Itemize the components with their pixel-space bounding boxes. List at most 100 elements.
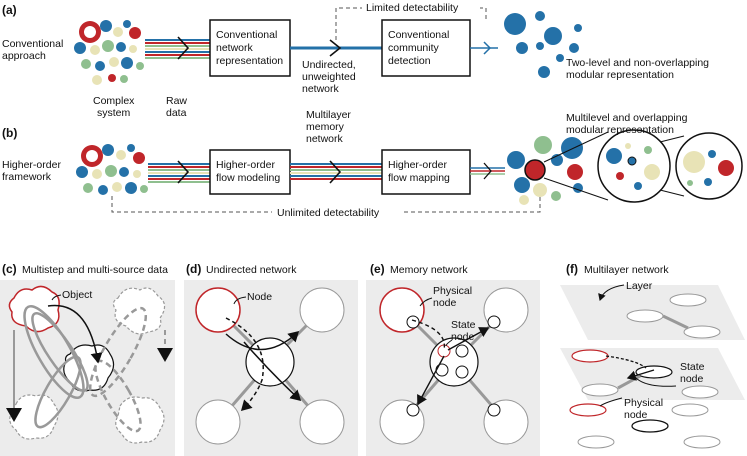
panel-f: (f) Multilayer network Layer State node …	[560, 262, 745, 456]
raw-data-line1: Raw	[166, 95, 187, 107]
state-node-line1: State	[451, 319, 476, 331]
zoom-line-4	[659, 189, 685, 197]
f-node-bottom-2	[631, 419, 669, 433]
multilevel-line2: modular representation	[566, 124, 674, 136]
f-pointer-physical	[599, 397, 623, 407]
f-path-solid	[626, 369, 655, 381]
box-a2-line3: detection	[388, 55, 431, 67]
f-node-bottom-3	[577, 435, 615, 449]
complex-system-cluster-a	[74, 20, 144, 85]
two-level-line2: modular representation	[566, 69, 674, 81]
higher-order-framework-line1: Higher-order	[2, 159, 61, 171]
object-blob-bottom-left	[9, 394, 59, 440]
network-line2: unweighted	[302, 71, 356, 83]
panel-e: (e) Memory network Physical node State n…	[366, 262, 540, 456]
path-e-solid-2	[447, 327, 490, 351]
unlimited-label-bg	[272, 206, 402, 219]
object-path-arrow	[47, 304, 103, 364]
f-node-top-2	[626, 309, 664, 323]
zoom-circle-2-content	[683, 150, 734, 186]
panel-d-title: Undirected network	[206, 264, 297, 276]
physical-node-line1: Physical	[433, 285, 472, 297]
unlimited-detectability: Unlimited detectability	[277, 207, 380, 219]
f-node-bottom-4	[683, 435, 721, 449]
raw-data-lines-b	[148, 163, 210, 183]
result-lines-b	[470, 167, 505, 175]
f-node-top-1	[669, 293, 707, 307]
node-d-bottom-left	[195, 399, 241, 445]
panel-f-title: Multilayer network	[584, 264, 669, 276]
arrow-chevron-b2	[329, 160, 342, 184]
loop-2	[31, 312, 89, 392]
network-line3: network	[302, 83, 340, 95]
box-b1-line2: flow modeling	[216, 172, 280, 184]
loop-3	[88, 306, 148, 398]
loop-4	[34, 355, 82, 429]
state-pointer-e	[445, 339, 453, 347]
f-node-top-3	[683, 325, 721, 339]
memory-line2: memory	[306, 121, 345, 133]
object-blob-top-right	[112, 287, 166, 335]
f-node-bottom-red	[569, 403, 607, 417]
object-pointer	[51, 294, 62, 301]
network-line1: Undirected,	[302, 59, 356, 71]
f-pointer-state	[633, 375, 677, 387]
f-node-mid-red	[571, 349, 609, 363]
raw-data-lines-a	[145, 39, 210, 59]
zoom-line-2	[543, 177, 609, 201]
f-pointer-layer	[598, 284, 625, 301]
conventional-community-box	[381, 19, 471, 77]
flow-modeling-box	[209, 149, 291, 195]
state-node-line2: node	[451, 331, 475, 343]
conventional-approach-line2: approach	[2, 50, 46, 62]
path-e-solid	[417, 355, 445, 406]
f-node-mid-2	[681, 385, 719, 399]
box-a1-line2: network	[216, 42, 254, 54]
zoom-line-3	[659, 135, 685, 143]
node-e-center	[429, 337, 479, 387]
node-pointer	[233, 296, 247, 305]
flow-mapping-box	[381, 149, 471, 195]
box-a2-line1: Conventional	[388, 29, 449, 41]
box-b1-line1: Higher-order	[216, 159, 275, 171]
panel-c-label: (c)	[2, 262, 17, 276]
object-blob-red	[8, 285, 60, 333]
node-d-top-left	[195, 287, 241, 333]
state-node-f-line2: node	[680, 373, 704, 385]
panel-d: (d) Undirected network Node	[184, 262, 358, 456]
node-label: Node	[247, 291, 272, 303]
complex-system-cluster-b	[76, 144, 148, 195]
memory-line3: network	[306, 133, 344, 145]
panel-d-label: (d)	[186, 262, 201, 276]
physical-node-f-line1: Physical	[624, 397, 663, 409]
f-node-mid-1	[581, 383, 619, 397]
arrow-chevron-a3	[483, 41, 492, 55]
f-node-mid-center	[635, 365, 673, 379]
two-level-modules	[504, 11, 582, 78]
f-edge-top	[662, 314, 689, 330]
higher-order-framework-line2: framework	[2, 171, 52, 183]
box-a2-line2: community	[388, 42, 440, 54]
arrow-chevron-b3	[483, 162, 492, 180]
path-d-solid	[225, 330, 300, 351]
zoom-circle-1	[597, 129, 671, 203]
unlimited-bracket	[111, 196, 541, 213]
path-d-dashed	[225, 317, 264, 412]
path-d-solid-2	[243, 341, 302, 402]
state-nodes-e	[406, 315, 501, 417]
box-a1-line3: representation	[216, 55, 283, 67]
panel-a: (a) Conventional approach Complex s	[2, 1, 709, 119]
physical-node-f-line2: node	[624, 409, 648, 421]
conventional-network-box	[209, 19, 291, 77]
panel-c-title: Multistep and multi-source data	[22, 264, 168, 276]
object-label: Object	[62, 289, 92, 301]
node-d-center	[245, 337, 295, 387]
panel-f-label: (f)	[566, 262, 578, 276]
layer-label: Layer	[626, 280, 653, 292]
arrow-chevron-b1	[177, 160, 190, 184]
node-d-top-right	[299, 287, 345, 333]
limited-detectability: Limited detectability	[366, 2, 459, 14]
panel-a-label: (a)	[2, 3, 17, 17]
panel-e-title: Memory network	[390, 264, 468, 276]
